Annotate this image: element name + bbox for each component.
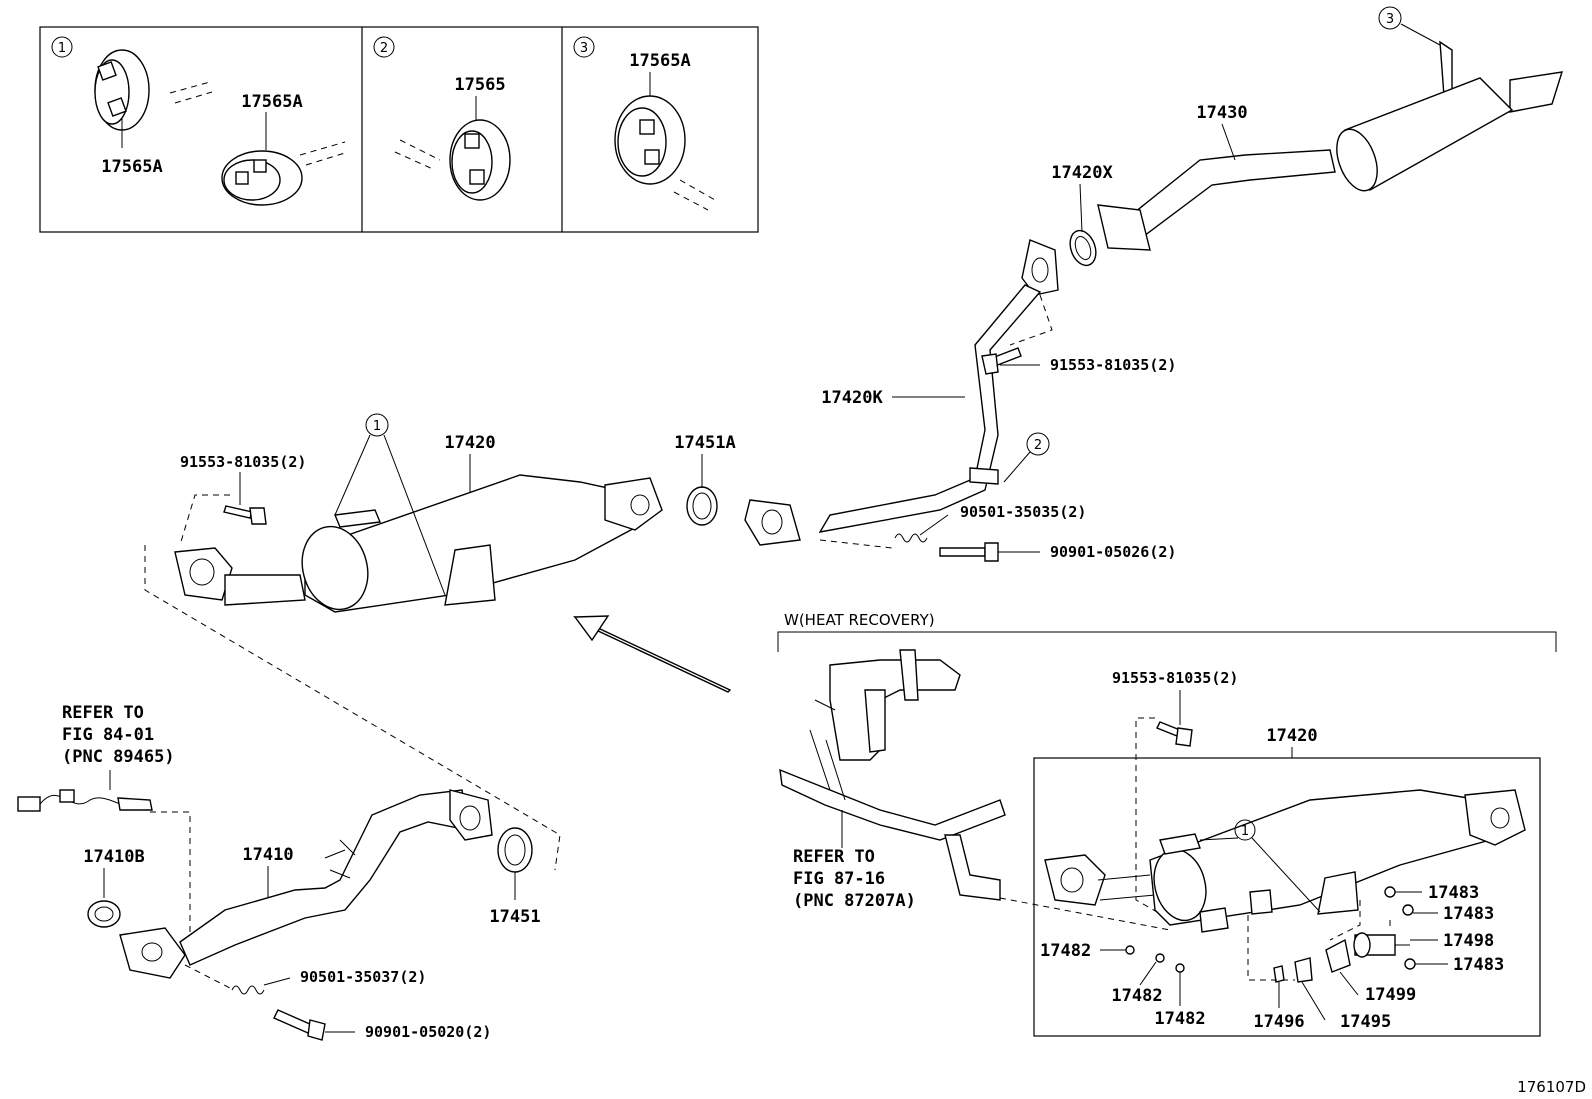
bolt-90901-05026: 90901-05026(2) [939, 542, 1176, 562]
inset-panel-3: 3 17565A [573, 36, 716, 211]
section-title: W(HEAT RECOVERY) [784, 611, 935, 629]
bolt-90901-05020: 90901-05020(2) [273, 1009, 491, 1041]
gasket-17420x: 17420X [1051, 163, 1113, 267]
callout-marker-1 [365, 413, 389, 437]
callout-marker-3 [573, 36, 595, 58]
part-label: 90901-05020(2) [365, 1023, 491, 1041]
part-label: 17483 [1453, 955, 1504, 975]
part-label: 17482 [1154, 1009, 1205, 1029]
callout-marker-2 [1026, 432, 1050, 456]
part-label: 17420 [1266, 726, 1317, 746]
marker-label: 3 [580, 41, 588, 56]
gasket-17451: 17451 [489, 827, 541, 927]
small-fittings: 17483 17483 17498 17483 17499 17495 1749… [999, 883, 1504, 1032]
middle-pipe-17420k: 17420K 2 [818, 239, 1059, 533]
figure-id: 176107D [1517, 1078, 1586, 1096]
marker-label: 1 [373, 419, 381, 434]
marker-label: 1 [58, 41, 66, 56]
bolt-91553-b: 91553-81035(2) [179, 453, 306, 546]
part-label: 17410 [242, 845, 293, 865]
part-label: 17565 [454, 75, 505, 95]
callout-marker-1 [51, 36, 73, 58]
part-label: 17430 [1196, 103, 1247, 123]
part-label: 90501-35035(2) [960, 503, 1086, 521]
part-label: 17496 [1253, 1012, 1304, 1032]
part-label: 17483 [1443, 904, 1494, 924]
refer-note-line3: (PNC 89465) [62, 747, 175, 767]
front-pipe-17410: REFER TO FIG 84-01 (PNC 89465) 17410B 17… [17, 545, 561, 979]
gasket-17451a: 17451A [674, 433, 736, 526]
part-label: 17565A [241, 92, 302, 112]
part-label: 17495 [1340, 1012, 1391, 1032]
inset-panel-2: 2 17565 [373, 36, 511, 201]
part-label: 17420X [1051, 163, 1113, 183]
marker-label: 3 [1386, 12, 1394, 27]
hanger-rubber [94, 49, 150, 131]
part-label: 91553-81035(2) [1050, 356, 1176, 374]
part-label: 17482 [1040, 941, 1091, 961]
refer-note-line1: REFER TO [793, 847, 875, 867]
part-label: 17451 [489, 907, 540, 927]
direction-arrow [573, 615, 732, 693]
spring-90501-35037: 90501-35037(2) [184, 964, 426, 995]
part-label: 17482 [1111, 986, 1162, 1006]
converter-heat-recovery: 1 [1044, 789, 1526, 933]
part-label: 90901-05026(2) [1050, 543, 1176, 561]
oxygen-sensor [17, 789, 153, 812]
flange-lower [744, 499, 801, 546]
callout-marker-2 [373, 36, 395, 58]
converter-17420: 17420 1 [174, 413, 663, 613]
hanger-rubber [221, 150, 303, 206]
refer-note-line3: (PNC 87207A) [793, 891, 916, 911]
refer-note-line1: REFER TO [62, 703, 144, 723]
inset-panel-1: 1 17565A 17565A [51, 36, 349, 206]
part-label: 17499 [1365, 985, 1416, 1005]
part-label: 17420K [821, 388, 883, 408]
part-label: 17483 [1428, 883, 1479, 903]
refer-note-line2: FIG 87-16 [793, 869, 885, 889]
part-label: 90501-35037(2) [300, 968, 426, 986]
marker-label: 2 [1034, 438, 1042, 453]
converter-detail-frame [1033, 757, 1541, 1037]
part-label: 17451A [674, 433, 735, 453]
callout-marker-3 [1378, 6, 1402, 30]
heat-recovery-section: W(HEAT RECOVERY) REFER TO FIG 87-16 (PNC… [777, 611, 1557, 1037]
marker-label: 2 [380, 41, 388, 56]
hanger-rubber [614, 95, 686, 185]
part-label: 17410B [83, 847, 144, 867]
part-label: 91553-81035(2) [1112, 669, 1238, 687]
inset-frame [39, 26, 759, 233]
part-label: 91553-81035(2) [180, 453, 306, 471]
part-label: 17565A [629, 51, 690, 71]
part-label: 17565A [101, 157, 162, 177]
marker-label: 1 [1241, 824, 1249, 839]
coolant-hoses [779, 649, 1006, 901]
refer-note-line2: FIG 84-01 [62, 725, 154, 745]
spring-90501-35035: 90501-35035(2) [819, 503, 1086, 549]
hanger-rubber [449, 119, 511, 201]
callout-marker-1 [1234, 819, 1256, 841]
part-label: 17420 [444, 433, 495, 453]
part-label: 17498 [1443, 931, 1494, 951]
bolt-91553-a: 91553-81035(2) [981, 347, 1176, 375]
tail-pipe-assembly: 3 17430 [1097, 6, 1564, 251]
inset-panels: 1 17565A 17565A 2 17565 [39, 26, 759, 233]
